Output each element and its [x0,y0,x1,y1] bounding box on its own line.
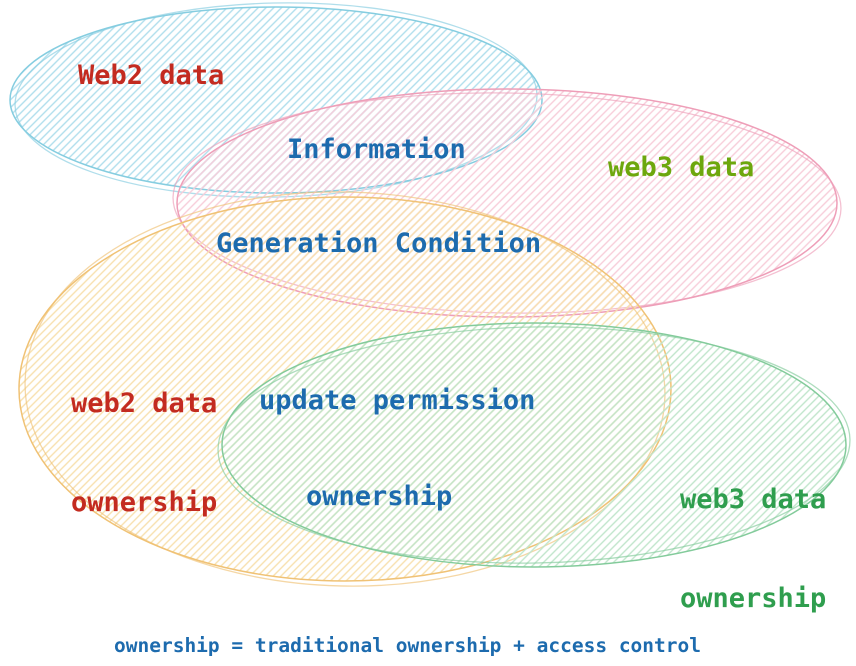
label-web3-data-ownership: web3 data ownership [680,417,826,666]
label-ownership: ownership [306,481,453,512]
label-update-permission: update permission [259,385,536,416]
label-web2-data-ownership: web2 data ownership [71,321,217,585]
label-web3-data-ownership-line2: ownership [680,583,827,614]
label-web3-data: web3 data [608,152,755,183]
caption-ownership-definition: ownership = traditional ownership + acce… [114,634,701,657]
label-web3-data-ownership-line1: web3 data [680,484,827,515]
web3-data-ownership-ellipse-sketch [217,326,851,564]
ellipse-web3-data-ownership [217,322,851,568]
web3-data-ownership-ellipse [221,322,847,568]
label-web2-data-ownership-line2: ownership [71,487,218,518]
label-generation-condition: Generation Condition [216,228,542,259]
label-information: Information [287,134,466,165]
label-web2-data-ownership-line1: web2 data [71,388,218,419]
label-web2-data: Web2 data [78,60,225,91]
